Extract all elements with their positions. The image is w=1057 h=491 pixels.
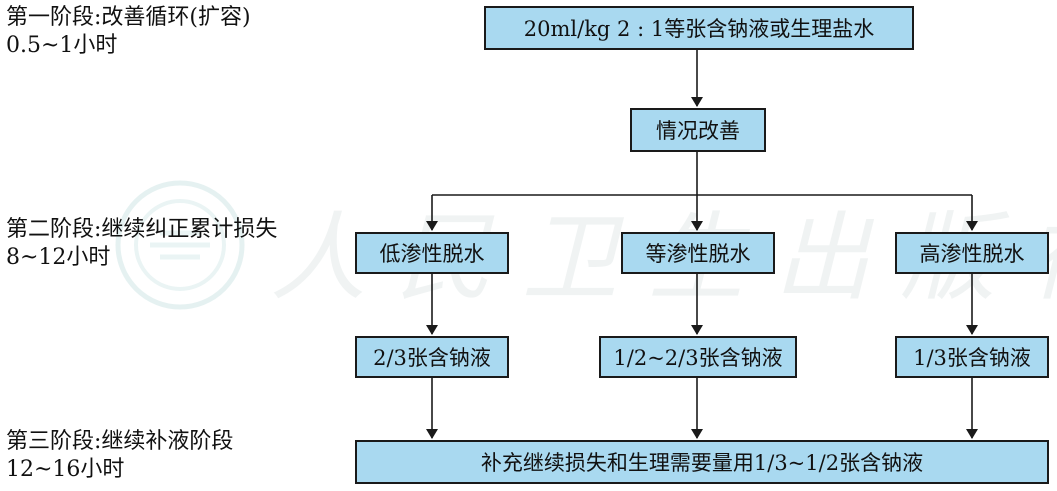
stage-2-title: 第二阶段:继续纠正累计损失 (6, 217, 278, 242)
stage-2-label: 第二阶段:继续纠正累计损失 8~12小时 (6, 216, 277, 272)
node-fluid-low: 2/3张含钠液 (355, 336, 509, 378)
stage-2-duration: 8~12小时 (6, 245, 111, 270)
node-fluid-high: 1/3张含钠液 (895, 336, 1049, 378)
stage-1-duration: 0.5~1小时 (6, 33, 118, 58)
stage-3-title: 第三阶段:继续补液阶段 (6, 429, 234, 454)
node-hypotonic-dehydration: 低渗性脱水 (355, 232, 509, 274)
stage-1-label: 第一阶段:改善循环(扩容) 0.5~1小时 (6, 4, 251, 60)
node-improved: 情况改善 (630, 108, 766, 152)
stage-3-duration: 12~16小时 (6, 457, 125, 482)
node-initial-fluid: 20ml/kg 2 : 1等张含钠液或生理盐水 (484, 6, 914, 50)
node-hypertonic-dehydration: 高渗性脱水 (895, 232, 1049, 274)
node-final-maintenance: 补充继续损失和生理需要量用1/3~1/2张含钠液 (355, 440, 1049, 484)
node-isotonic-dehydration: 等渗性脱水 (621, 232, 775, 274)
stage-1-title: 第一阶段:改善循环(扩容) (6, 5, 251, 30)
watermark-logo (115, 180, 245, 310)
stage-3-label: 第三阶段:继续补液阶段 12~16小时 (6, 428, 233, 484)
node-fluid-iso: 1/2~2/3张含钠液 (599, 336, 797, 378)
